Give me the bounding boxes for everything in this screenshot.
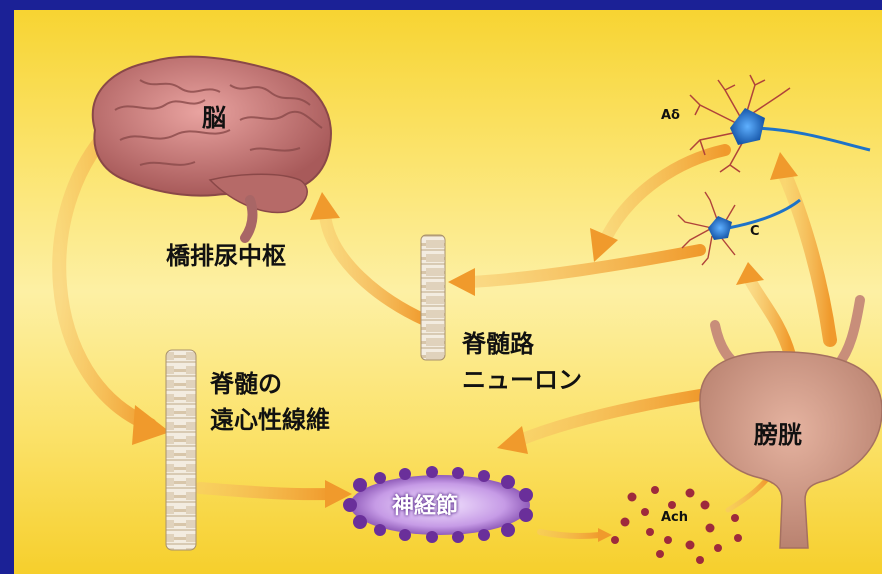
label-efferent-line1: 脊髄の xyxy=(210,364,282,399)
spinal-column-left xyxy=(166,350,196,550)
arrow-bladder-to-adelta xyxy=(770,152,830,340)
label-brain: 脳 xyxy=(202,98,226,133)
arrow-bladder-to-ganglion xyxy=(497,395,700,454)
arrow-ganglion-to-ach xyxy=(540,528,612,542)
arrow-adelta-to-spinal-pathway xyxy=(590,150,725,262)
label-efferent-line2: 遠心性線維 xyxy=(210,400,330,435)
arrow-c-to-spinal-pathway xyxy=(448,250,700,296)
spinal-column-middle xyxy=(421,235,445,360)
label-spinal-pathway-line2: ニューロン xyxy=(462,360,582,395)
arrow-spinal-to-ganglion xyxy=(200,480,352,508)
label-pontine-center: 橋排尿中枢 xyxy=(166,236,286,271)
label-ganglion: 神経節 xyxy=(392,488,458,520)
arrow-spinal-pathway-to-brain xyxy=(310,192,425,320)
label-bladder: 膀胱 xyxy=(754,415,802,450)
label-spinal-pathway-line1: 脊髄路 xyxy=(462,324,534,359)
label-a-delta: Aδ xyxy=(661,108,680,123)
label-ach: Ach xyxy=(661,510,688,525)
label-c-fiber: C xyxy=(750,224,760,239)
arrow-bladder-to-c xyxy=(736,262,790,355)
brain-illustration xyxy=(93,57,331,238)
ach-particles xyxy=(611,486,742,564)
diagram-panel: 脳 橋排尿中枢 脊髄路 ニューロン 脊髄の 遠心性線維 神経節 膀胱 Aδ C … xyxy=(14,10,882,574)
